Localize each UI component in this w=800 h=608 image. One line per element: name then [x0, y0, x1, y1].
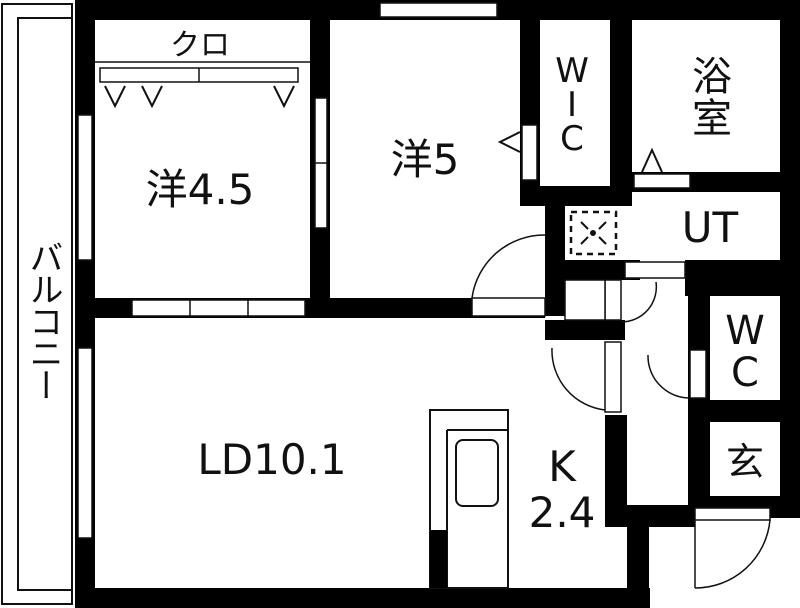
entrance-label: 玄 [725, 440, 765, 484]
bath-door [633, 173, 691, 189]
swing-doors [471, 234, 771, 589]
kitchen-label: K 2.4 [529, 446, 596, 534]
outlet-markers [104, 85, 663, 173]
western-room-2-label: 洋5 [390, 135, 460, 184]
wic-label-i: I [566, 85, 578, 125]
counter-wall-stub [430, 530, 447, 588]
bathroom-label-2: 室 [692, 96, 732, 142]
bathroom-label: 浴 室 [692, 57, 732, 139]
sliding-doors [131, 299, 306, 317]
toilet-label-c: C [731, 350, 759, 396]
washer-space [569, 210, 618, 256]
windows [77, 2, 498, 539]
utility-label: UT [681, 203, 739, 252]
wic-label: W I C [555, 54, 589, 156]
wic-door [521, 124, 538, 181]
balcony-outline [1, 3, 73, 605]
closet-doors [95, 61, 310, 83]
closet-label: クロ [170, 28, 230, 63]
toilet-label: W C [725, 311, 765, 393]
toilet-label-w: W [725, 308, 765, 354]
western-room-1-label: 洋4.5 [145, 165, 255, 214]
kitchen-label-size: 2.4 [528, 488, 596, 537]
wic-label-w: W [555, 51, 589, 91]
kitchen-label-k: K [548, 442, 576, 491]
balcony-label: バルコニー [23, 240, 63, 400]
living-dining-label: LD10.1 [197, 435, 347, 484]
washer-cross [580, 221, 607, 245]
storage-box [564, 279, 606, 321]
bathroom-label-1: 浴 [692, 54, 732, 100]
wic-label-c: C [560, 119, 584, 159]
